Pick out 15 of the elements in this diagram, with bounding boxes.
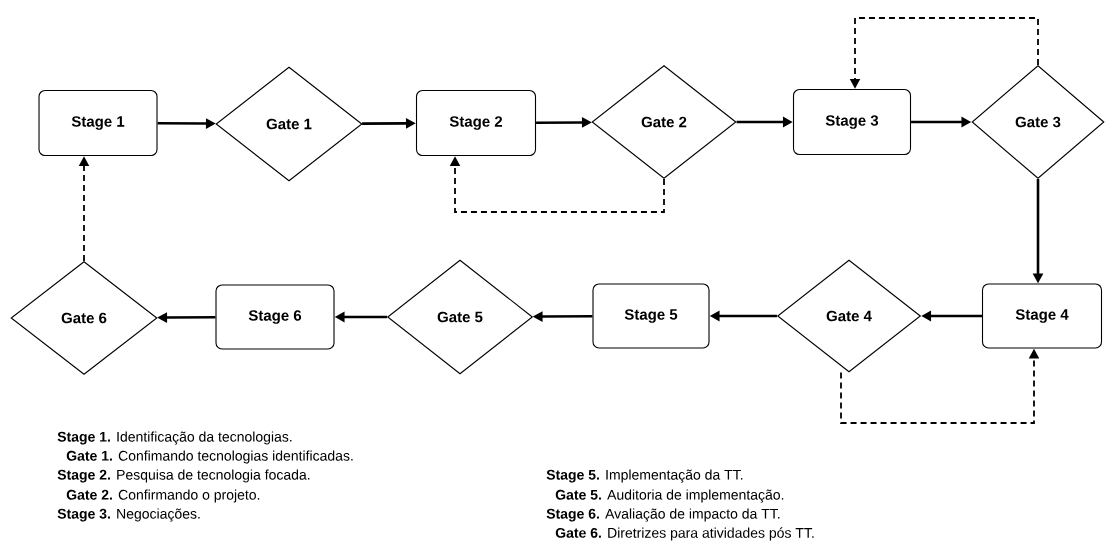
note-text: Stage 1. Identificação da tecnologias.	[57, 431, 292, 445]
note-text: Gate 5. Auditoria de implementação.	[555, 489, 784, 503]
stage-box: Stage 2	[415, 89, 537, 157]
stage-box: Stage 1	[38, 89, 158, 157]
stage-box: Stage 3	[792, 88, 912, 156]
note-text: Stage 5. Implementação da TT.	[546, 469, 743, 483]
note-text: Gate 6. Diretrizes para atividades pós TT.	[555, 527, 814, 541]
note-text: Stage 3. Negociações.	[57, 508, 200, 522]
note-text: Stage 2. Pesquisa de tecnologia focada.	[57, 469, 310, 483]
stage-box: Stage 4	[981, 283, 1103, 349]
note-text: Gate 1. Confimando tecnologias identificadas.	[66, 450, 353, 464]
note-text: Gate 2. Confirmando o projeto.	[66, 489, 260, 503]
stage-box: Stage 5	[592, 283, 710, 349]
stage-box: Stage 6	[215, 284, 335, 350]
note-text: Stage 6. Avaliação de impacto da TT.	[546, 508, 780, 522]
